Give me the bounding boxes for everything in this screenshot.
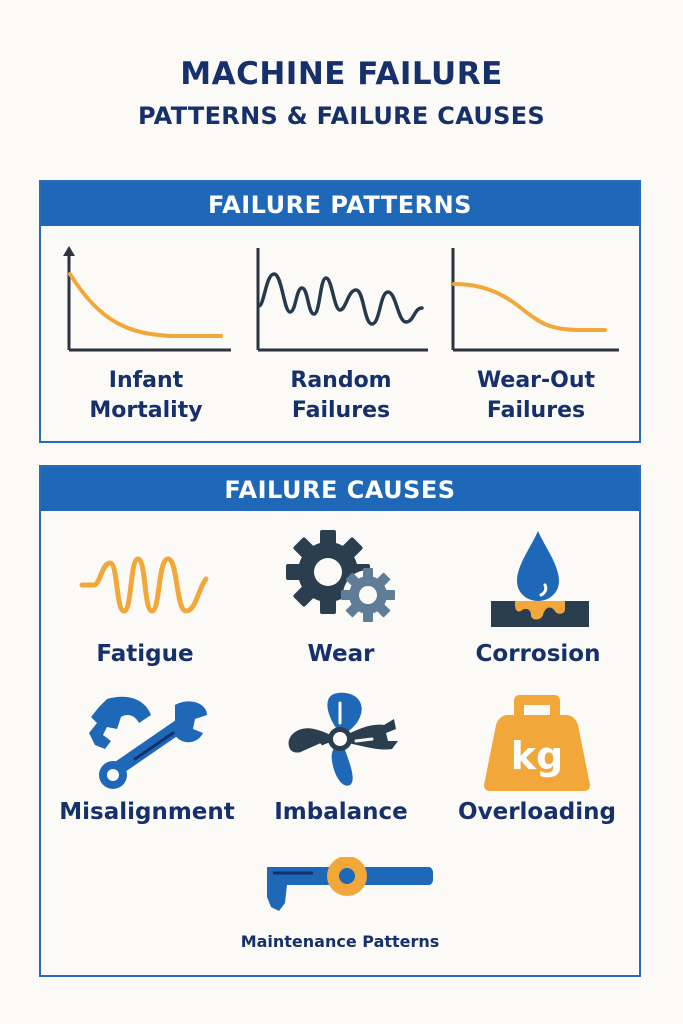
kg-text: kg [511, 734, 563, 778]
cause-wear: Wear [241, 527, 441, 667]
gears-icon [286, 530, 395, 622]
decreasing-curve-chart-icon [63, 246, 231, 352]
page-title: MACHINE FAILURE [180, 56, 503, 92]
cause-label: Misalignment [59, 799, 235, 825]
failure-patterns-panel: FAILURE PATTERNS Infant Mortality Random… [39, 180, 641, 443]
maintenance-patterns-label: Maintenance Patterns [240, 932, 440, 951]
pattern-label-line2: Mortality [89, 398, 203, 423]
pattern-label-line2: Failures [486, 398, 586, 423]
cause-label: Wear [307, 641, 375, 667]
failure-causes-heading: FAILURE CAUSES [41, 467, 639, 511]
s-curve-chart-icon [451, 248, 619, 352]
failure-patterns-heading: FAILURE PATTERNS [41, 182, 639, 226]
pipe-valve-icon [267, 857, 433, 911]
cause-misalignment: Misalignment [47, 689, 247, 825]
cause-overloading: kg Overloading [437, 689, 637, 825]
cause-corrosion: Corrosion [438, 527, 638, 667]
pattern-label-line2: Failures [291, 398, 391, 423]
page-subtitle: PATTERNS & FAILURE CAUSES [138, 102, 545, 130]
propeller-icon [288, 692, 398, 786]
cause-imbalance: Imbalance [241, 689, 441, 825]
pattern-label: Random Failures [246, 366, 436, 426]
random-wave-chart-icon [256, 248, 428, 352]
pattern-label-line1: Infant [108, 368, 184, 393]
cause-label: Imbalance [274, 799, 408, 825]
cause-label: Corrosion [475, 641, 601, 667]
pattern-label-line1: Random [290, 368, 392, 393]
wrench-gear-icon [89, 696, 207, 789]
kg-weight-icon: kg [484, 695, 590, 791]
cause-fatigue: Fatigue [45, 527, 245, 667]
pattern-wear-out-failures: Wear-Out Failures [441, 244, 631, 423]
cause-label: Fatigue [96, 641, 194, 667]
cause-label: Overloading [458, 799, 616, 825]
pattern-label-line1: Wear-Out [476, 368, 596, 393]
pattern-random-failures: Random Failures [246, 244, 436, 423]
failure-causes-panel: FAILURE CAUSES Fatigue [39, 465, 641, 977]
pattern-label: Infant Mortality [51, 366, 241, 426]
pattern-label: Wear-Out Failures [441, 366, 631, 426]
wave-icon [79, 556, 209, 614]
water-drop-icon [491, 531, 589, 627]
pattern-infant-mortality: Infant Mortality [51, 244, 241, 423]
